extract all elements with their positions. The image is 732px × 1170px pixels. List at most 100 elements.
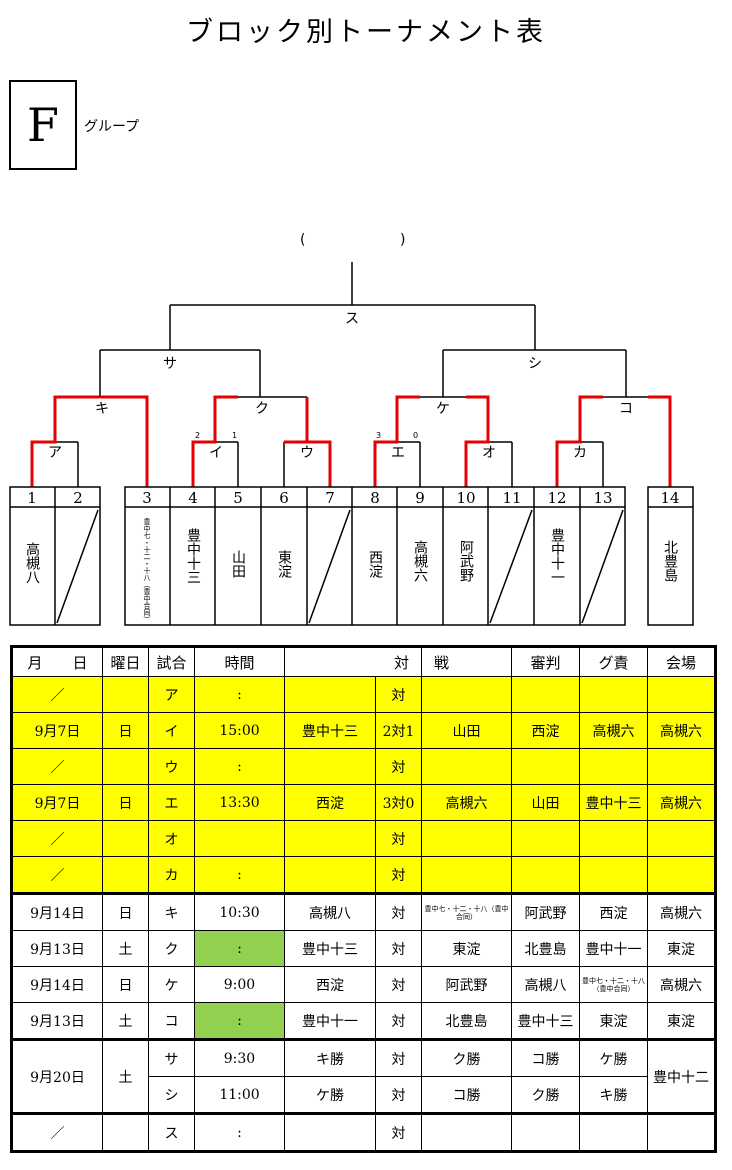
match-label-u: ウ	[300, 445, 314, 461]
row-vs: 対	[375, 856, 422, 894]
row-duty	[579, 856, 648, 894]
slot-3-number: 3	[142, 489, 152, 507]
row-day	[102, 1112, 149, 1152]
row-time: :	[194, 1002, 285, 1040]
row-duty	[579, 676, 648, 713]
row-team-a	[284, 676, 376, 713]
row-day: 土	[102, 1038, 149, 1114]
row-time	[194, 820, 285, 857]
row-team-a	[284, 1112, 376, 1152]
row-team-a	[284, 856, 376, 894]
row-vs: 対	[375, 1002, 422, 1040]
row-match: ス	[148, 1112, 195, 1152]
winner-path-12	[555, 395, 603, 487]
winner-path-1	[30, 395, 99, 487]
tournament-bracket: ( ) ス サ シ キ ク ケ コ ア イ ウ エ オ カ 2 1 3 0	[9, 232, 694, 626]
table-row: 9月13日土コ:豊中十一対北豊島豊中十三東淀東淀	[11, 1002, 716, 1040]
winner-path-4	[191, 395, 238, 487]
row-referee: 高槻八	[511, 966, 580, 1003]
row-venue	[647, 820, 716, 857]
row-vs: 対	[375, 748, 422, 785]
row-team-a	[284, 820, 376, 857]
slots-group-1-2	[9, 486, 101, 626]
row-team-b: 阿武野	[421, 966, 512, 1003]
slot-12-number: 12	[547, 489, 566, 507]
row-team-a: 豊中十三	[284, 930, 376, 967]
slot-1-number: 1	[27, 489, 37, 507]
header-time: 時間	[194, 646, 285, 677]
slot-13-number: 13	[593, 489, 612, 507]
row-venue: 高槻六	[647, 892, 716, 931]
row-date: ／	[11, 856, 103, 894]
row-time: :	[194, 930, 285, 967]
slot-12-team: 豊中十一	[549, 528, 565, 584]
header-match: 試合	[148, 646, 195, 677]
score-e-right: 0	[413, 431, 418, 440]
header-vs: 対	[284, 646, 422, 677]
row-date: ／	[11, 820, 103, 857]
match-label-ki: キ	[95, 401, 109, 417]
row-date: ／	[11, 1112, 103, 1152]
slot-3-team: 豊中七・十二・十八（豊中合同）	[143, 517, 151, 623]
row-duty: 東淀	[579, 1002, 648, 1040]
row-duty: 高槻六	[579, 712, 648, 749]
row-day: 日	[102, 966, 149, 1003]
table-row: ／ア:対	[11, 676, 716, 713]
score-i-left: 2	[195, 431, 200, 440]
slot-6-number: 6	[279, 489, 289, 507]
row-team-b: 高槻六	[421, 784, 512, 821]
match-label-ku: ク	[255, 401, 269, 417]
row-match: コ	[148, 1002, 195, 1040]
row-team-a: 西淀	[284, 966, 376, 1003]
match-label-su: ス	[345, 311, 359, 327]
row-venue: 高槻六	[647, 784, 716, 821]
row-duty: 西淀	[579, 892, 648, 931]
row-time: :	[194, 1112, 285, 1152]
row-venue: 東淀	[647, 930, 716, 967]
row-match: シ	[148, 1076, 195, 1114]
row-referee: ク勝	[511, 1076, 580, 1114]
row-day	[102, 748, 149, 785]
header-match-teams: 戦	[421, 646, 512, 677]
row-match: エ	[148, 784, 195, 821]
match-label-shi: シ	[528, 356, 542, 372]
winner-path-14	[648, 395, 672, 487]
group-label: グループ	[84, 119, 140, 135]
row-date: 9月14日	[11, 892, 103, 931]
row-duty: キ勝	[579, 1076, 648, 1114]
row-date: 9月7日	[11, 784, 103, 821]
row-venue	[647, 748, 716, 785]
row-duty	[579, 820, 648, 857]
row-date: 9月13日	[11, 930, 103, 967]
row-referee	[511, 1112, 580, 1152]
winner-path-3	[100, 395, 149, 487]
row-vs: 3対0	[375, 784, 422, 821]
row-referee	[511, 676, 580, 713]
match-label-ke: ケ	[436, 401, 450, 417]
row-team-b: 豊中七・十二・十八（豊中合同）	[421, 892, 512, 931]
slot-6-team: 東淀	[276, 550, 292, 579]
row-referee: 阿武野	[511, 892, 580, 931]
row-match: ク	[148, 930, 195, 967]
row-match: ケ	[148, 966, 195, 1003]
row-match: ア	[148, 676, 195, 713]
page-title: ブロック別トーナメント表	[186, 17, 546, 48]
row-team-b: ク勝	[421, 1038, 512, 1077]
slot-1-team: 高槻八	[24, 541, 40, 584]
table-row: ／ス:対	[11, 1112, 716, 1152]
row-date: 9月20日	[11, 1038, 103, 1114]
slot-group-14	[647, 486, 694, 626]
row-duty: 豊中十一	[579, 930, 648, 967]
row-day: 日	[102, 712, 149, 749]
row-venue: 豊中十二	[647, 1038, 716, 1114]
row-duty: ケ勝	[579, 1038, 648, 1077]
row-date: ／	[11, 676, 103, 713]
row-team-b: 山田	[421, 712, 512, 749]
header-day: 曜日	[102, 646, 149, 677]
match-label-sa: サ	[163, 356, 177, 372]
row-team-b	[421, 1112, 512, 1152]
row-time: 11:00	[194, 1076, 285, 1114]
